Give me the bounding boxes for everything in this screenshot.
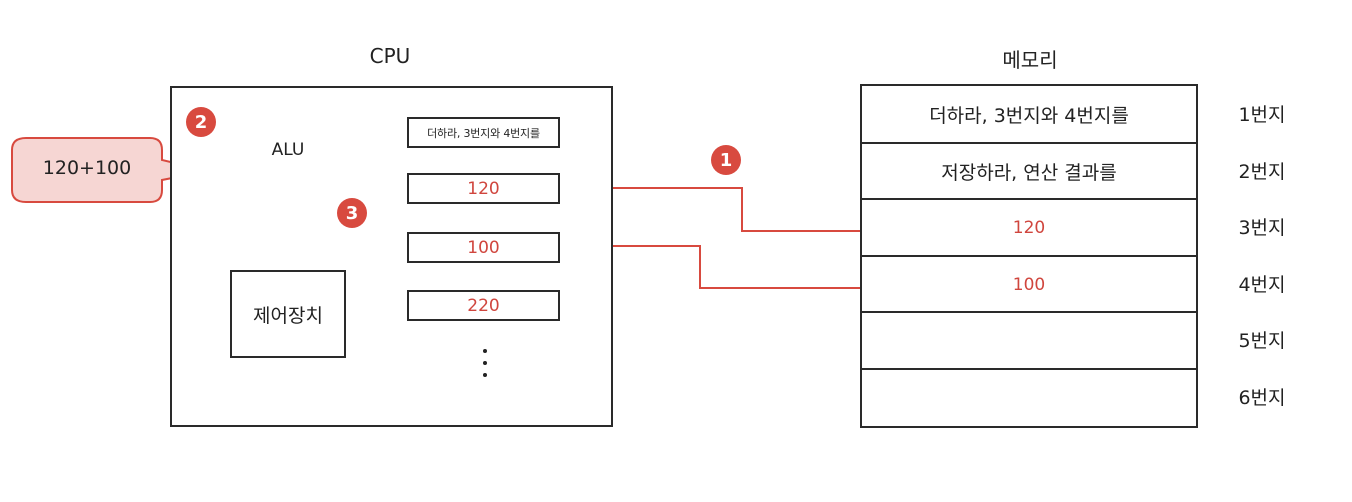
register-220: 220 bbox=[407, 290, 560, 321]
memory-cell-4: 100 bbox=[862, 255, 1196, 312]
arrow-load-120 bbox=[572, 187, 860, 232]
memory-cell-3: 120 bbox=[862, 198, 1196, 255]
memory-title: 메모리 bbox=[1002, 48, 1058, 72]
memory-address-1: 1번지 bbox=[1238, 104, 1286, 126]
step-badge-1: 1 bbox=[711, 145, 741, 175]
memory-address-2: 2번지 bbox=[1238, 161, 1286, 183]
memory-address-5: 5번지 bbox=[1238, 330, 1286, 352]
register-100: 100 bbox=[407, 232, 560, 263]
memory-address-3: 3번지 bbox=[1238, 217, 1286, 239]
memory-address-4: 4번지 bbox=[1238, 274, 1286, 296]
memory-address-6: 6번지 bbox=[1238, 387, 1286, 409]
ellipsis-dot bbox=[483, 361, 487, 365]
callout-bubble-shape bbox=[11, 137, 209, 203]
callout-text: 120+100 bbox=[42, 157, 132, 179]
ellipsis-dot bbox=[483, 373, 487, 377]
step-badge-2: 2 bbox=[186, 107, 216, 137]
register-120: 120 bbox=[407, 173, 560, 204]
alu-label: ALU bbox=[271, 140, 305, 160]
memory-cell-2: 저장하라, 연산 결과를 bbox=[862, 142, 1196, 199]
step-badge-3: 3 bbox=[337, 198, 367, 228]
memory-cell-5 bbox=[862, 311, 1196, 368]
cpu-title: CPU bbox=[369, 44, 411, 68]
memory-cell-1: 더하라, 3번지와 4번지를 bbox=[929, 105, 1129, 127]
register-instruction: 더하라, 3번지와 4번지를 bbox=[407, 117, 560, 148]
ellipsis-dot bbox=[483, 349, 487, 353]
memory-cell-6 bbox=[862, 368, 1196, 425]
control-unit-box: 제어장치 bbox=[230, 270, 346, 358]
arrow-load-100 bbox=[572, 245, 860, 289]
control-unit-label: 제어장치 bbox=[253, 304, 323, 327]
